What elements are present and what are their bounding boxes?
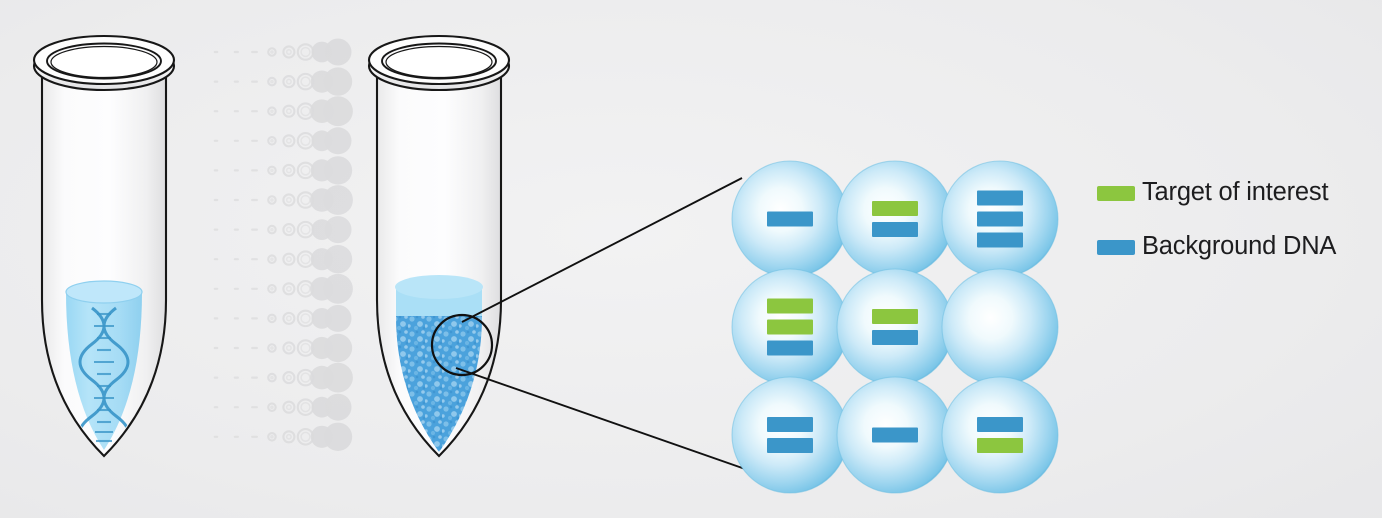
background-dna-bar bbox=[872, 427, 918, 443]
magnifier-circle-icon bbox=[430, 313, 494, 377]
droplet-r3c3 bbox=[941, 376, 1059, 494]
droplet-r3c1 bbox=[731, 376, 849, 494]
magnifier-callout bbox=[430, 177, 749, 471]
droplet-grid bbox=[731, 160, 1059, 494]
droplet-r3c2 bbox=[836, 376, 954, 494]
tube-rim bbox=[367, 34, 511, 92]
droplet-r2c2 bbox=[836, 268, 954, 386]
legend-label-background: Background DNA bbox=[1142, 232, 1337, 261]
emulsion-texture-icon bbox=[396, 316, 482, 452]
target-bar bbox=[977, 438, 1023, 453]
droplet-r1c1 bbox=[731, 160, 849, 278]
tube-liquid bbox=[65, 280, 143, 450]
background-dna-bar bbox=[872, 330, 918, 345]
target-bar bbox=[767, 319, 813, 335]
target-bar bbox=[872, 201, 918, 216]
droplet-formation-watermark bbox=[213, 38, 353, 451]
background-dna-bar bbox=[767, 211, 813, 227]
blue-swatch bbox=[1097, 239, 1135, 255]
background-dna-bar bbox=[872, 222, 918, 237]
background-dna-bar bbox=[977, 211, 1023, 227]
droplet-r2c3 bbox=[941, 268, 1059, 386]
callout-line-top bbox=[461, 177, 743, 323]
green-swatch bbox=[1097, 185, 1135, 201]
background-dna-bar bbox=[977, 190, 1023, 206]
legend-item-background: Background DNA bbox=[1097, 220, 1377, 274]
droplet-r1c3 bbox=[941, 160, 1059, 278]
legend-label-target: Target of interest bbox=[1142, 178, 1329, 207]
target-bar bbox=[872, 309, 918, 324]
target-bar bbox=[767, 298, 813, 314]
callout-line-bottom bbox=[455, 367, 749, 471]
legend: Target of interest Background DNA bbox=[1097, 166, 1377, 274]
emulsion-tube bbox=[367, 34, 511, 458]
background-dna-bar bbox=[767, 340, 813, 356]
bulk-sample-tube bbox=[32, 34, 176, 458]
tube-rim bbox=[32, 34, 176, 92]
droplet-r2c1 bbox=[731, 268, 849, 386]
dna-helix-icon bbox=[78, 306, 130, 446]
background-dna-bar bbox=[977, 417, 1023, 432]
background-dna-bar bbox=[977, 232, 1023, 248]
background-dna-bar bbox=[767, 438, 813, 453]
legend-item-target: Target of interest bbox=[1097, 166, 1377, 220]
tube-liquid bbox=[395, 275, 483, 452]
droplet-r1c2 bbox=[836, 160, 954, 278]
background-dna-bar bbox=[767, 417, 813, 432]
